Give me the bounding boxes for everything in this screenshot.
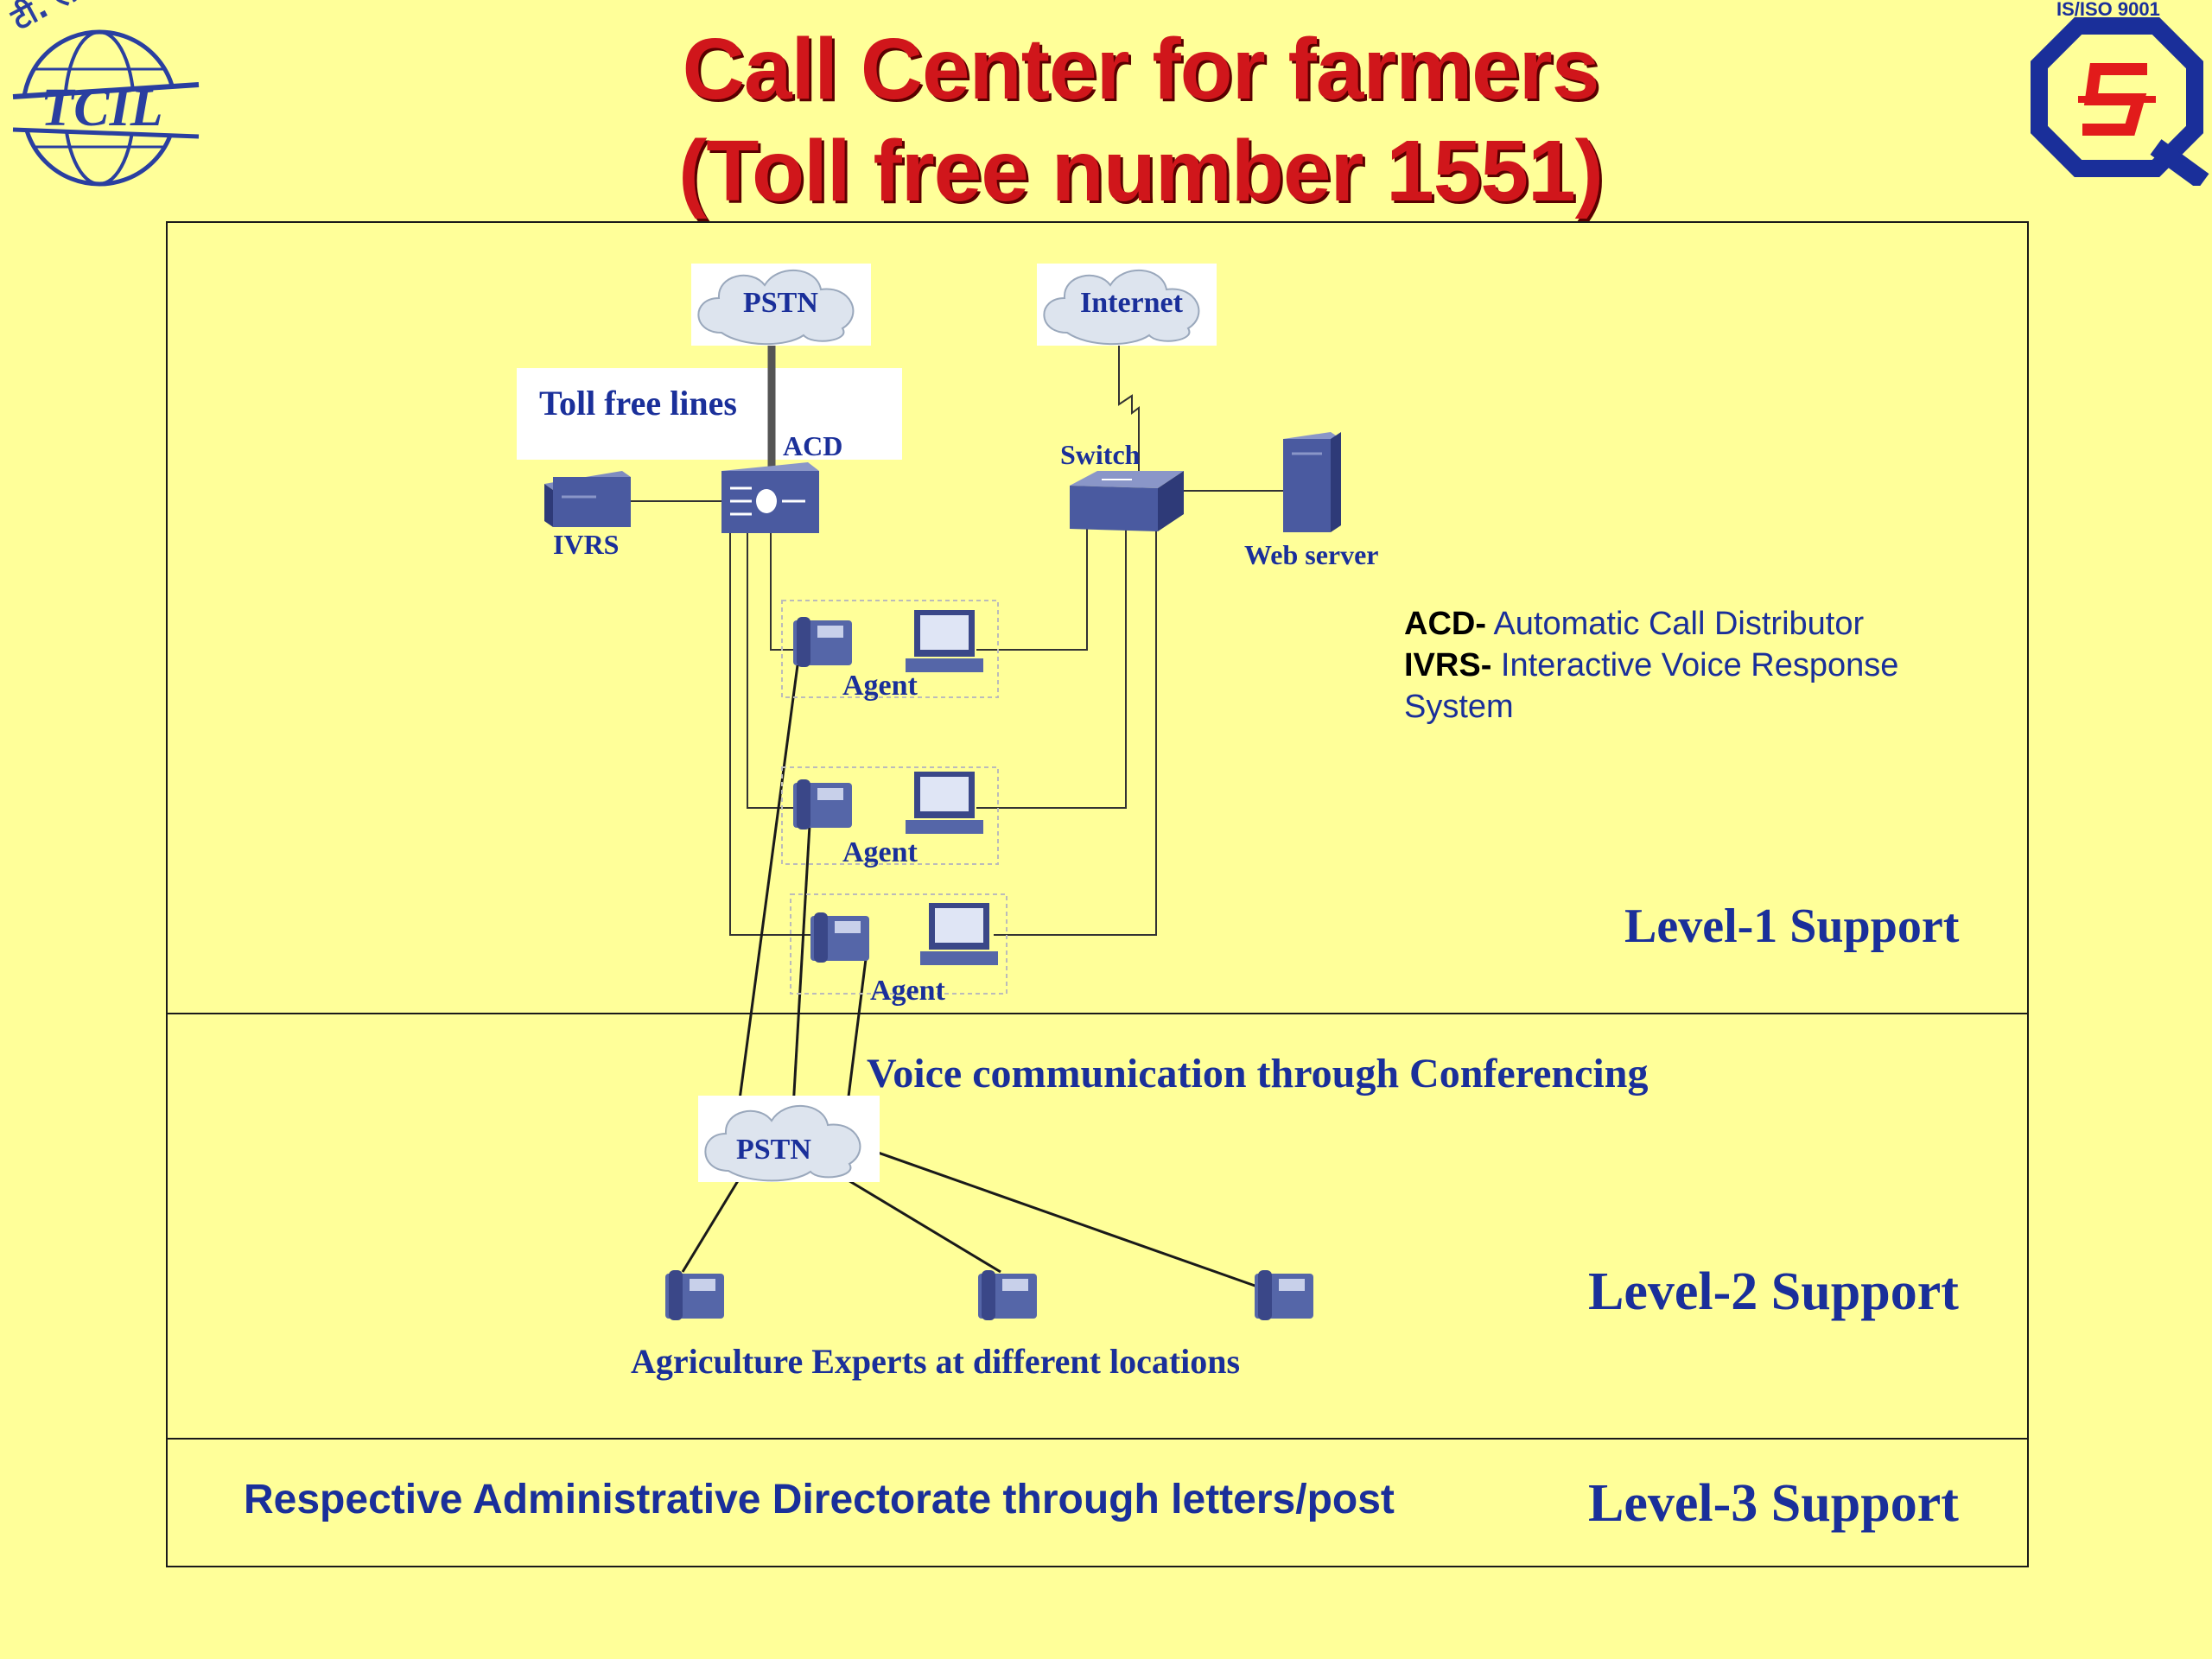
acd-agent1-link <box>770 531 799 651</box>
legend-acd: ACD- Automatic Call Distributor <box>1404 603 1898 645</box>
level3-panel <box>166 1438 2029 1567</box>
level3-label: Level-3 Support <box>1588 1474 1959 1533</box>
agent3-pstn-link <box>845 958 868 1111</box>
pstn-bottom-cloud-icon <box>698 1096 880 1182</box>
page-title-line2: (Toll free number 1551) <box>678 123 1604 219</box>
experts-caption: Agriculture Experts at different locatio… <box>631 1342 1241 1381</box>
internet-cloud-icon <box>1037 264 1217 346</box>
agent2-label: Agent <box>842 836 918 868</box>
web-server-icon <box>1283 432 1341 532</box>
switch-agent3-link <box>994 529 1157 936</box>
page-title-line1: Call Center for farmers <box>682 21 1600 118</box>
agent2-pstn-link <box>791 824 811 1109</box>
agent2-computer-icon <box>906 772 983 834</box>
legend-ivrs-full: Interactive Voice Response <box>1500 647 1899 683</box>
agent3-box <box>790 893 1007 995</box>
conferencing-caption: Voice communication through Conferencing <box>867 1051 1649 1096</box>
acd-device-icon <box>721 462 819 533</box>
switch-agent1-link <box>976 529 1088 651</box>
internet-label: Internet <box>1080 287 1183 319</box>
legend-ivrs: IVRS- Interactive Voice Response <box>1404 645 1898 686</box>
agent3-phone-icon <box>810 912 869 963</box>
agent1-pstn-link <box>735 652 801 1120</box>
acd-agent3-link <box>729 531 812 936</box>
legend-acd-abbr: ACD- <box>1404 606 1486 642</box>
switch-label: Switch <box>1060 439 1141 470</box>
agent3-label: Agent <box>870 975 945 1007</box>
agent1-box <box>781 600 999 698</box>
agent1-computer-icon <box>906 610 983 672</box>
pstn-expert2-link <box>846 1178 1001 1274</box>
iso-logo-text: IS/ISO 9001 <box>2056 0 2160 20</box>
acd-label: ACD <box>783 430 843 461</box>
pstn-expert3-link <box>868 1147 1261 1289</box>
switch-device-icon <box>1070 471 1184 531</box>
internet-switch-link <box>1118 341 1140 475</box>
iso-q-icon <box>2031 17 2209 186</box>
expert2-phone-icon <box>978 1270 1037 1320</box>
pstn-top-cloud-icon <box>691 264 871 346</box>
pstn-expert1-link <box>681 1179 741 1273</box>
pstn-top-label: PSTN <box>743 287 818 319</box>
agent2-box <box>781 766 999 865</box>
legend-acd-full: Automatic Call Distributor <box>1493 606 1865 642</box>
level2-label: Level-2 Support <box>1588 1262 1959 1321</box>
agent1-label: Agent <box>842 670 918 702</box>
tcil-logo-icon: TCIL <box>9 29 200 187</box>
agent2-phone-icon <box>793 779 852 830</box>
web-server-label: Web server <box>1244 539 1379 570</box>
tcil-logo: TCIL टी. सी. आई. एल. <box>0 0 215 190</box>
expert1-phone-icon <box>665 1270 724 1320</box>
agent1-phone-icon <box>793 617 852 667</box>
legend-ivrs-full-cont: System <box>1404 689 1514 725</box>
level1-label: Level-1 Support <box>1624 899 1960 953</box>
pstn-bottom-label: PSTN <box>736 1134 811 1166</box>
expert3-phone-icon <box>1255 1270 1313 1320</box>
toll-free-lines-box <box>517 368 902 460</box>
legend-ivrs-abbr: IVRS- <box>1404 647 1492 683</box>
switch-agent2-link <box>976 529 1127 809</box>
ivrs-label: IVRS <box>553 529 620 560</box>
ivrs-device-icon <box>544 471 631 527</box>
iso-logo: IS/ISO 9001 <box>2026 0 2212 186</box>
level3-caption: Respective Administrative Directorate th… <box>244 1477 1395 1522</box>
toll-free-lines-label: Toll free lines <box>539 384 737 423</box>
legend: ACD- Automatic Call Distributor IVRS- In… <box>1404 603 1898 728</box>
agent3-computer-icon <box>920 903 998 965</box>
